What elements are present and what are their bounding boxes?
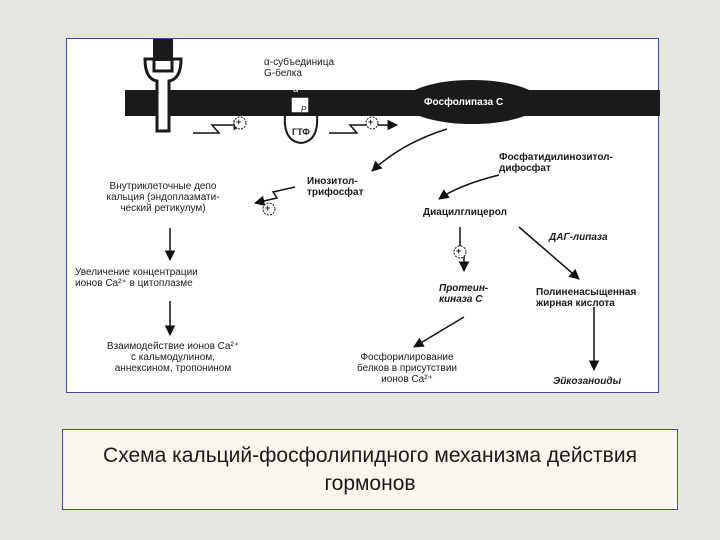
ip3-label: Инозитол- трифосфат — [307, 176, 364, 198]
plus-sign-3: + — [265, 203, 271, 213]
calcium-interaction-label: Взаимодействие ионов Ca²⁺ с кальмодулино… — [106, 341, 240, 374]
plus-circle-3 — [262, 202, 276, 216]
gtp-label: ГТФ — [292, 127, 310, 137]
calcium-depot-label: Внутриклеточные депо кальция (эндоплазма… — [106, 181, 220, 214]
plus-circle-2 — [365, 116, 379, 130]
p-label: P — [301, 105, 307, 114]
alpha-label: α — [293, 84, 299, 95]
arrow-dag-to-pufa — [518, 226, 580, 280]
diagram-panel: α-субъединица G-белка Фосфолипаза С α P … — [66, 38, 660, 393]
protein-kinase-c-label: Протеин- киназа С — [439, 283, 489, 305]
phospholipase-c-label: Фосфолипаза С — [424, 97, 504, 108]
phospholipase-ellipse — [404, 80, 540, 124]
dag-label: Диацилглицерол — [423, 207, 507, 218]
signal-arrow-g-plc — [329, 119, 399, 134]
pip2-label: Фосфатидилинозитол- дифосфат — [499, 152, 613, 174]
g-protein-shape — [283, 96, 319, 145]
membrane-band — [125, 90, 660, 116]
calcium-increase-label: Увеличение концентрации ионов Ca²⁺ в цит… — [75, 267, 198, 289]
plus-sign-1: + — [236, 117, 242, 127]
diagram-drawing — [125, 39, 660, 372]
receptor-shape — [143, 39, 183, 133]
diagram-caption: Схема кальций-фосфолипидного механизма д… — [103, 443, 637, 495]
phosphorylation-label: Фосфорилирование белков в присутствии ио… — [356, 352, 457, 385]
plus-sign-2: + — [368, 117, 374, 127]
pufa-label: Полиненасыщенная жирная кислота — [536, 287, 637, 309]
plus-sign-4: + — [456, 246, 462, 256]
arrow-plc-to-ip3 — [371, 128, 448, 172]
plus-circle-1 — [233, 116, 247, 130]
dag-lipase-label: ДАГ-липаза — [549, 232, 608, 243]
plus-circle-4 — [453, 245, 467, 259]
eicosanoids-label: Эйкозаноиды — [553, 376, 622, 387]
alpha-subunit-label: α-субъединица G-белка — [264, 57, 335, 79]
signal-arrow-receptor-g — [193, 119, 245, 134]
caption-box: Схема кальций-фосфолипидного механизма д… — [62, 429, 678, 510]
signal-arrow-ip3-depot — [253, 186, 296, 207]
arrow-pkc-to-phosphorylation — [413, 316, 465, 348]
arrow-pip2-to-dag — [438, 174, 500, 200]
